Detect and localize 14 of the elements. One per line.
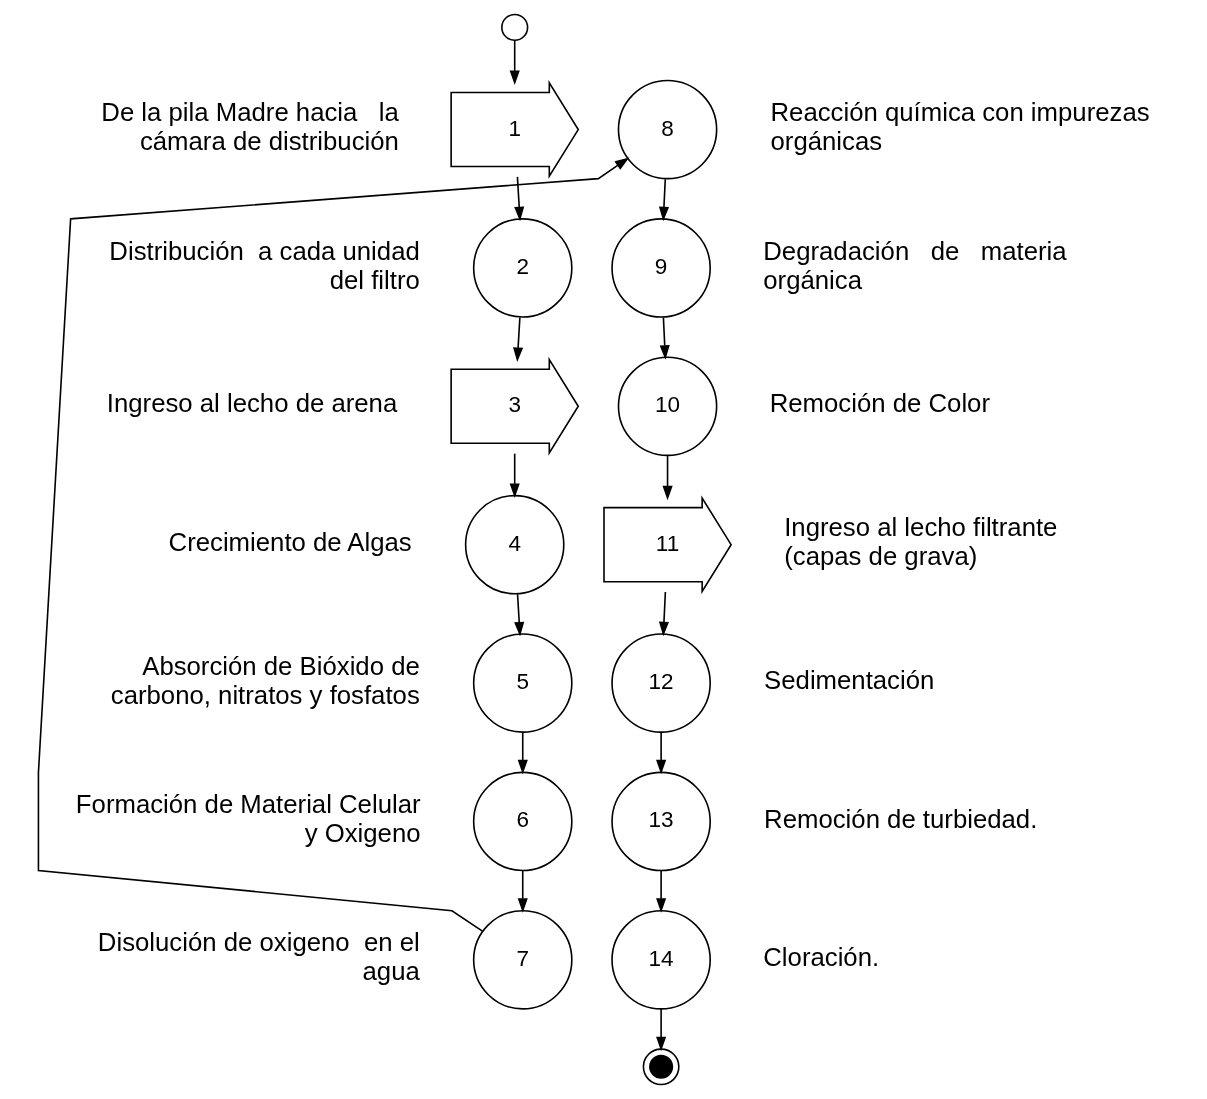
node-label: Sedimentación: [763, 666, 934, 695]
node-label: Formación de Material Celular y Oxigeno: [75, 790, 421, 848]
node-label: Ingreso al lecho de arena: [106, 389, 397, 418]
node-label: Reacción química con impurezas orgánicas: [770, 98, 1150, 156]
node-label: Cloración.: [762, 942, 879, 971]
node-label: Degradación de materia orgánica: [762, 236, 1067, 294]
node-label: Remoción de Color: [769, 389, 990, 418]
node-label: De la pila Madre hacia la cámara de distribución: [100, 98, 399, 156]
node-label: Disolución de oxigeno en el agua: [97, 928, 420, 986]
node-label: Absorción de Bióxido de carbono, nitratos y fosfatos: [110, 651, 420, 709]
node-label: Distribución a cada unidad del filtro: [108, 236, 420, 294]
node-label: Crecimiento de Algas: [168, 527, 412, 556]
node-label: Ingreso al lecho filtrante (capas de grava): [783, 513, 1057, 571]
node-label: Remoción de turbiedad.: [763, 804, 1037, 833]
